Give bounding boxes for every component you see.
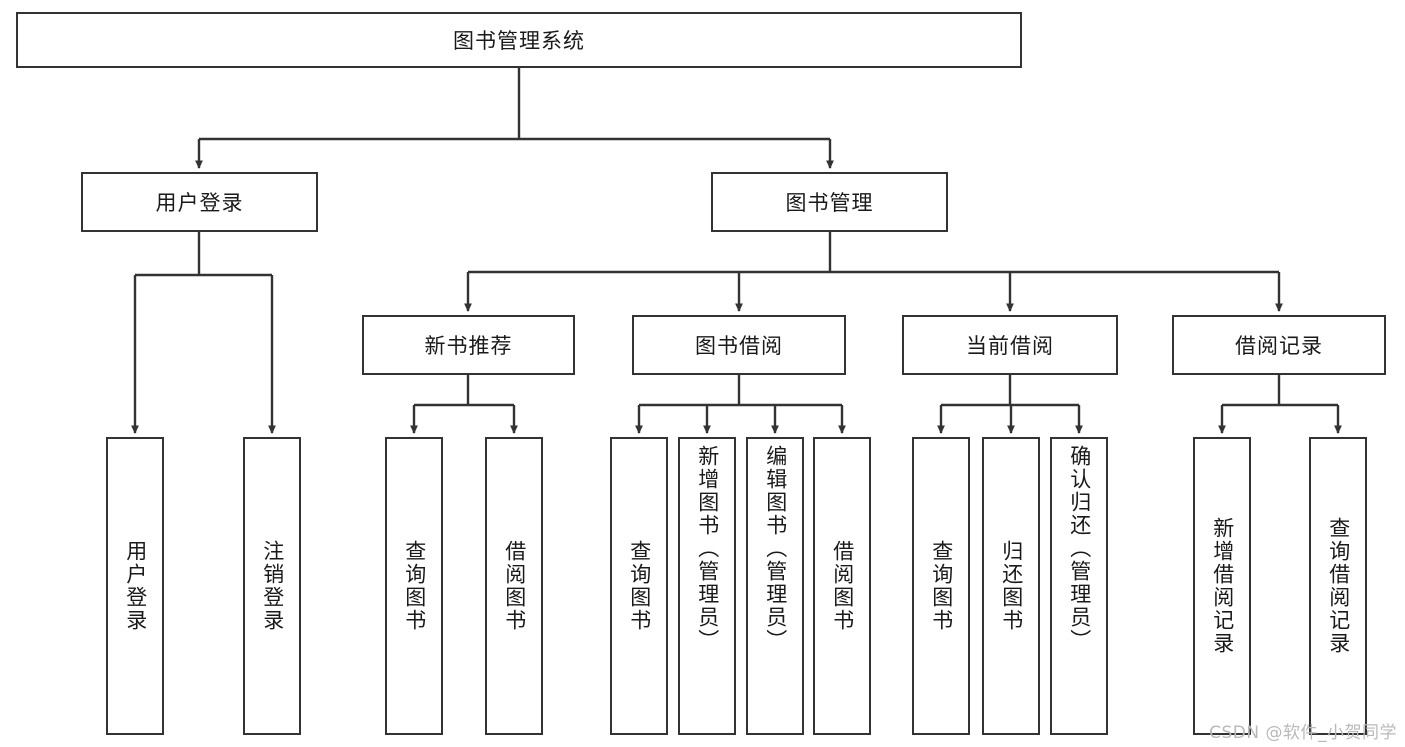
leaf-label: 注销登录 (260, 540, 285, 632)
leaf-label: 新增借阅记录 (1210, 517, 1235, 655)
node-label: 图书管理系统 (453, 29, 585, 53)
leaf-label: 确认归还（管理员） (1067, 445, 1092, 652)
leaf-return-book[interactable]: 归还图书 (982, 437, 1040, 735)
leaf-borrow-book[interactable]: 借阅图书 (813, 437, 871, 735)
leaf-label: 新增图书（管理员） (695, 445, 720, 652)
node-label: 借阅记录 (1235, 334, 1323, 358)
leaf-label: 借阅图书 (830, 540, 855, 632)
node-label: 图书管理 (785, 191, 874, 215)
node-borrow-record[interactable]: 借阅记录 (1172, 315, 1386, 375)
leaf-label: 查询图书 (929, 540, 954, 632)
node-user-login[interactable]: 用户登录 (81, 172, 318, 232)
leaf-borrow-book-recommend[interactable]: 借阅图书 (485, 437, 543, 735)
csdn-watermark: CSDN @软件_小贺同学 (1209, 723, 1397, 743)
leaf-logout[interactable]: 注销登录 (243, 437, 301, 735)
leaf-edit-book-admin[interactable]: 编辑图书（管理员） (746, 437, 804, 735)
node-label: 当前借阅 (966, 334, 1054, 358)
leaf-label: 编辑图书（管理员） (763, 445, 788, 652)
node-label: 图书借阅 (695, 334, 783, 358)
leaf-query-borrow-record[interactable]: 查询借阅记录 (1309, 437, 1367, 735)
leaf-query-book-borrow[interactable]: 查询图书 (610, 437, 668, 735)
leaf-add-book-admin[interactable]: 新增图书（管理员） (678, 437, 736, 735)
leaf-label: 查询图书 (402, 540, 427, 632)
node-label: 新书推荐 (424, 334, 513, 358)
leaf-add-borrow-record[interactable]: 新增借阅记录 (1193, 437, 1251, 735)
node-new-book-recommend[interactable]: 新书推荐 (362, 315, 575, 375)
node-current-borrow[interactable]: 当前借阅 (902, 315, 1118, 375)
leaf-label: 查询借阅记录 (1326, 517, 1351, 655)
leaf-label: 查询图书 (627, 540, 652, 632)
leaf-confirm-return-admin[interactable]: 确认归还（管理员） (1050, 437, 1108, 735)
node-root-book-management-system[interactable]: 图书管理系统 (16, 12, 1022, 68)
node-book-management[interactable]: 图书管理 (711, 172, 948, 232)
leaf-query-book-current[interactable]: 查询图书 (912, 437, 970, 735)
leaf-label: 归还图书 (999, 540, 1024, 632)
node-book-borrow[interactable]: 图书借阅 (632, 315, 846, 375)
leaf-query-book-recommend[interactable]: 查询图书 (385, 437, 443, 735)
leaf-label: 用户登录 (123, 540, 148, 632)
leaf-label: 借阅图书 (502, 540, 527, 632)
node-label: 用户登录 (155, 191, 244, 215)
leaf-user-login[interactable]: 用户登录 (106, 437, 164, 735)
